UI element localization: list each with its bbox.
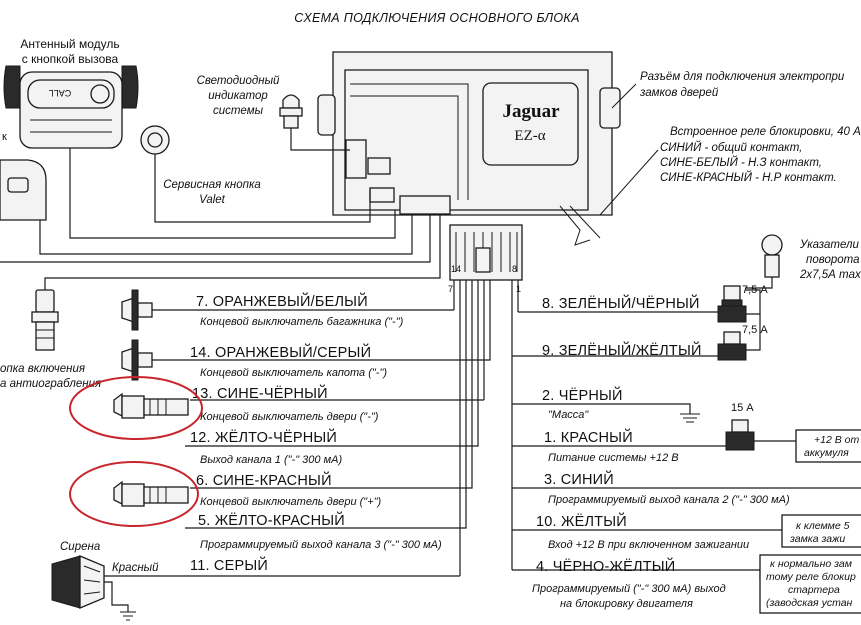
wire-14-desc: Концевой выключатель капота ("-") bbox=[200, 367, 387, 379]
siren-label: Сирена bbox=[60, 541, 100, 553]
door-switch-highlight-2 bbox=[69, 461, 199, 527]
door-lock-note: Разъём для подключения электропри замков… bbox=[611, 71, 845, 109]
relay-line-2: СИНИЙ - общий контакт, bbox=[660, 141, 802, 154]
wire-7-desc: Концевой выключатель багажника ("-") bbox=[200, 316, 404, 328]
wire-13-desc: Концевой выключатель двери ("-") bbox=[200, 411, 379, 423]
wire-4-label: 4. ЧЁРНО-ЖЁЛТЫЙ bbox=[536, 557, 675, 575]
ignition-line-2: замка зажи bbox=[789, 533, 845, 545]
door-lock-line-1: Разъём для подключения электропри bbox=[640, 71, 845, 83]
call-button-label: CALL bbox=[49, 88, 72, 98]
wire-connector: 14 8 7 1 bbox=[448, 224, 523, 294]
left-wires: 7. ОРАНЖЕВЫЙ/БЕЛЫЙ Концевой выключатель … bbox=[100, 289, 491, 577]
wire-1-label: 1. КРАСНЫЙ bbox=[544, 428, 633, 446]
wire-2-desc: "Масса" bbox=[548, 409, 589, 421]
door-lock-line-2: замков дверей bbox=[639, 87, 719, 99]
wire-6-label: 6. СИНЕ-КРАСНЫЙ bbox=[196, 471, 332, 489]
wire-11-label: 11. СЕРЫЙ bbox=[190, 556, 268, 574]
wire-12-desc: Выход канала 1 ("-" 300 мА) bbox=[200, 454, 342, 466]
turn-signal-lamp: Указатели поворота 2х7,5А max bbox=[745, 234, 861, 289]
led-label-1: Светодиодный bbox=[197, 75, 280, 87]
antenna-module: Антенный модуль с кнопкой вызова CALL bbox=[3, 37, 139, 149]
antihijack-label-2: а антиограбления bbox=[0, 378, 101, 390]
battery-line-1: +12 В от bbox=[814, 434, 859, 446]
model-label: EZ-α bbox=[514, 128, 545, 144]
fuse-1-label: 7,5 А bbox=[742, 284, 768, 296]
led-label-3: системы bbox=[213, 105, 264, 117]
antenna-label-1: Антенный модуль bbox=[20, 37, 119, 51]
antenna-label-2: с кнопкой вызова bbox=[22, 52, 119, 66]
wire-10-desc: Вход +12 В при включенном зажигании bbox=[548, 539, 749, 551]
turn-signal-line-3: 2х7,5А max bbox=[799, 269, 861, 281]
shock-sensor: к bbox=[0, 131, 47, 221]
turn-signal-line-1: Указатели bbox=[799, 239, 859, 251]
led-label-2: индикатор bbox=[208, 90, 268, 102]
pin-14-label: 14 bbox=[451, 264, 461, 274]
battery-box: +12 В от аккумуля bbox=[795, 429, 861, 463]
turn-signal-line-2: поворота bbox=[806, 254, 860, 266]
relay-line-1: Встроенное реле блокировки, 40 А bbox=[670, 126, 861, 138]
fuse-3-label: 15 А bbox=[731, 402, 754, 414]
relay-line-4: СИНЕ-КРАСНЫЙ - Н.Р контакт. bbox=[660, 171, 837, 184]
relay-line-3: СИНЕ-БЕЛЫЙ - Н.З контакт, bbox=[660, 156, 822, 169]
right-wires: 7,5 А 8. ЗЕЛЁНЫЙ/ЧЁРНЫЙ 7,5 А 9. ЗЕЛЁНЫЙ… bbox=[512, 284, 861, 610]
starter-line-2: тому реле блокир bbox=[766, 571, 856, 583]
battery-line-2: аккумуля bbox=[804, 447, 849, 459]
relay-note: Встроенное реле блокировки, 40 А СИНИЙ -… bbox=[599, 126, 861, 216]
valet-button: Сервисная кнопка Valet bbox=[140, 125, 261, 206]
wire-8-label: 8. ЗЕЛЁНЫЙ/ЧЁРНЫЙ bbox=[542, 294, 700, 312]
starter-line-1: к нормально зам bbox=[770, 558, 852, 570]
wire-6-desc: Концевой выключатель двери ("+") bbox=[200, 496, 382, 508]
wire-4-desc: Программируемый ("-" 300 мА) выход bbox=[532, 583, 726, 595]
siren: Сирена Красный bbox=[51, 541, 159, 621]
sensor-edge-label: к bbox=[2, 131, 7, 143]
wire-7-label: 7. ОРАНЖЕВЫЙ/БЕЛЫЙ bbox=[196, 292, 368, 310]
wire-4-desc-2: на блокировку двигателя bbox=[560, 598, 693, 610]
main-unit: Jaguar EZ-α bbox=[317, 51, 621, 246]
wire-3-label: 3. СИНИЙ bbox=[544, 470, 614, 488]
wire-10-label: 10. ЖЁЛТЫЙ bbox=[536, 512, 627, 530]
diagram-title: СХЕМА ПОДКЛЮЧЕНИЯ ОСНОВНОГО БЛОКА bbox=[294, 11, 579, 25]
side-7-label: 7 bbox=[448, 284, 453, 294]
ignition-line-1: к клемме 5 bbox=[796, 520, 850, 532]
brand-logo: Jaguar bbox=[503, 101, 561, 122]
ignition-box: к клемме 5 замка зажи bbox=[781, 514, 861, 548]
pin-8-label: 8 bbox=[512, 264, 517, 274]
siren-wire-label: Красный bbox=[112, 562, 159, 574]
antihijack-button: опка включения а антиограбления bbox=[0, 289, 101, 390]
wire-12-label: 12. ЖЁЛТО-ЧЁРНЫЙ bbox=[190, 428, 337, 446]
led-indicator: Светодиодный индикатор системы bbox=[197, 75, 303, 129]
wire-13-label: 13. СИНЕ-ЧЁРНЫЙ bbox=[192, 384, 328, 402]
harness-lines bbox=[0, 128, 519, 576]
fuse-2-label: 7,5 А bbox=[742, 324, 768, 336]
door-switch-highlight-1 bbox=[69, 376, 203, 440]
starter-line-3: стартера bbox=[788, 584, 840, 596]
starter-line-4: (заводская устан bbox=[766, 597, 853, 609]
starter-box: к нормально зам тому реле блокир стартер… bbox=[759, 554, 861, 614]
wire-2-label: 2. ЧЁРНЫЙ bbox=[542, 386, 623, 404]
wire-14-label: 14. ОРАНЖЕВЫЙ/СЕРЫЙ bbox=[190, 343, 371, 361]
wire-1-desc: Питание системы +12 В bbox=[548, 452, 679, 464]
valet-label-1: Сервисная кнопка bbox=[163, 179, 261, 191]
antihijack-label-1: опка включения bbox=[0, 363, 85, 375]
wire-5-label: 5. ЖЁЛТО-КРАСНЫЙ bbox=[198, 511, 345, 529]
wire-9-label: 9. ЗЕЛЁНЫЙ/ЖЁЛТЫЙ bbox=[542, 341, 702, 359]
valet-label-2: Valet bbox=[199, 194, 226, 206]
wire-3-desc: Программируемый выход канала 2 ("-" 300 … bbox=[548, 494, 790, 506]
wire-5-desc: Программируемый выход канала 3 ("-" 300 … bbox=[200, 539, 442, 551]
